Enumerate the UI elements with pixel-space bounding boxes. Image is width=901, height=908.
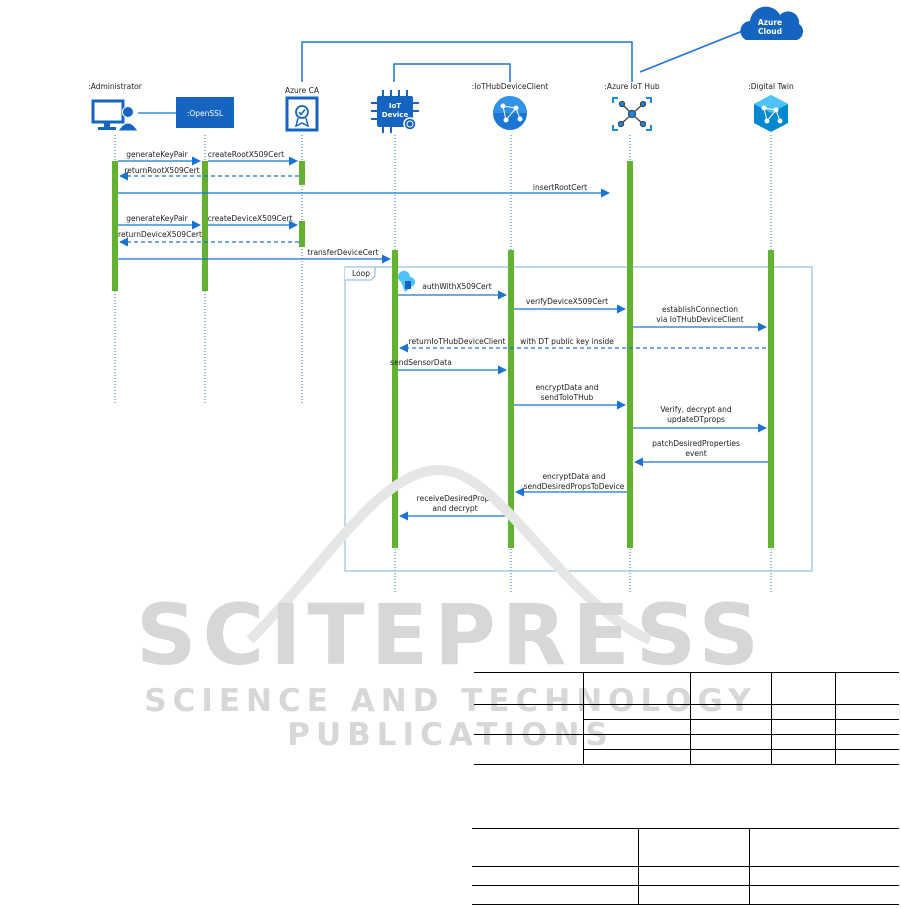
- device-client-icon: [493, 96, 527, 130]
- msg-encrypt-send-hub-2: sendToIoTHub: [541, 393, 594, 402]
- msg-establish-connection-2: via IoTHubDeviceClient: [656, 315, 743, 324]
- message-labels: generateKeyPair createRootX509Cert retur…: [118, 150, 744, 513]
- loop-label-box: [345, 266, 376, 281]
- msg-patch-desired-1: patchDesiredProperties: [652, 439, 740, 448]
- message-arrows: [118, 156, 768, 521]
- msg-establish-connection-1: establishConnection: [662, 305, 738, 314]
- watermark-swoosh: [246, 464, 653, 645]
- lifeline-label-iothub-client: :IoTHubDeviceClient: [472, 82, 548, 91]
- table-bottom: [472, 828, 899, 905]
- azure-cloud-label-2: Cloud: [758, 27, 782, 36]
- openssl-icon: :OpenSSL: [176, 97, 234, 128]
- lifeline-label-digital-twin: :Digital Twin: [748, 82, 794, 91]
- msg-receive-decrypt-2: and decrypt: [432, 504, 477, 513]
- iot-chip-icon: IoT Device: [371, 90, 419, 133]
- iot-label-2: Device: [382, 111, 409, 119]
- watermark-title: SCITEPRESS: [136, 586, 765, 684]
- msg-transfer-device-cert: transferDeviceCert: [307, 248, 378, 257]
- msg-create-root-cert: createRootX509Cert: [208, 150, 284, 159]
- msg-encrypt-send-device-1: encryptData and: [542, 472, 605, 481]
- network-connectors: [301, 23, 761, 82]
- msg-encrypt-send-device-2: sendDesiredPropsToDevice: [524, 482, 625, 491]
- msg-return-root-cert: returnRootX509Cert: [124, 166, 199, 175]
- administrator-icon: [91, 99, 139, 132]
- msg-receive-decrypt-1: receiveDesiredProps: [417, 494, 494, 503]
- msg-generate-key-pair-1: generateKeyPair: [126, 150, 188, 159]
- iot-label-1: IoT: [389, 102, 401, 110]
- msg-insert-root-cert: insertRootCert: [533, 183, 587, 192]
- loop-frame: [344, 266, 813, 572]
- certificate-icon: [285, 96, 319, 132]
- msg-patch-desired-2: event: [685, 449, 706, 458]
- iot-hub-icon: [612, 97, 652, 131]
- loop-label: Loop: [352, 269, 370, 278]
- lifeline-label-azure-iot-hub: :Azure IoT Hub: [604, 82, 659, 91]
- msg-return-client: returnIoTHubDeviceClient: [409, 337, 506, 346]
- activation-bars: [112, 161, 774, 548]
- msg-return-device-cert: returnDeviceX509Cert: [118, 230, 202, 239]
- azure-cloud-label-1: Azure: [758, 18, 782, 27]
- lifeline-label-azure-ca: Azure CA: [285, 86, 320, 95]
- msg-generate-key-pair-2: generateKeyPair: [126, 214, 188, 223]
- lifeline-label-openssl: :OpenSSL: [187, 109, 224, 118]
- digital-twin-icon: [754, 95, 788, 132]
- msg-verify-decrypt-2: updateDTprops: [667, 415, 725, 424]
- msg-send-sensor-data: sendSensorData: [390, 358, 452, 367]
- msg-create-device-cert: createDeviceX509Cert: [208, 214, 293, 223]
- msg-auth-with-cert: authWithX509Cert: [422, 282, 491, 291]
- msg-verify-device-cert: verifyDeviceX509Cert: [526, 297, 608, 306]
- auth-key-icon: [398, 270, 415, 292]
- lifeline-label-administrator: :Administrator: [88, 82, 143, 91]
- msg-dt-public-key: with DT public key inside: [520, 337, 614, 346]
- msg-verify-decrypt-1: Verify, decrypt and: [660, 405, 732, 414]
- msg-encrypt-send-hub-1: encryptData and: [535, 383, 598, 392]
- table-top: [474, 671, 899, 765]
- azure-cloud-icon: Azure Cloud: [740, 6, 804, 40]
